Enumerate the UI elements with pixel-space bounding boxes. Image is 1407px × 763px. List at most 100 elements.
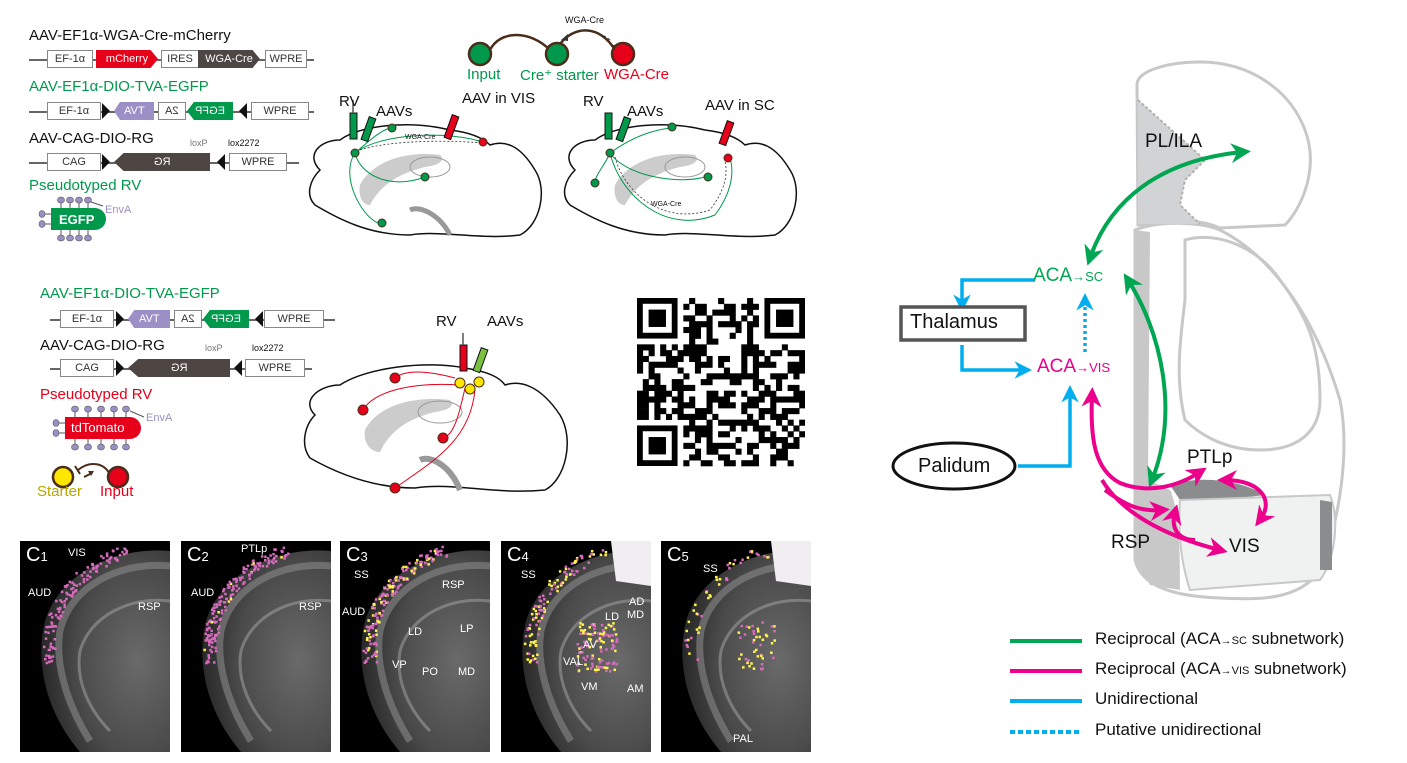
region-label: AM (627, 683, 644, 695)
loxp-site-icon (102, 103, 110, 119)
vis-brain-rv-label: RV (339, 93, 360, 110)
element-ef1a: EF-1α (60, 310, 114, 328)
section-image (522, 541, 651, 752)
region-label: LP (460, 623, 474, 635)
element-mcherry: mCherry (96, 50, 158, 68)
labeled-cells (203, 546, 290, 665)
region-label: RSP (299, 601, 322, 613)
loxp-label-b: loxP (205, 343, 223, 353)
starter-scheme-diagram (467, 29, 636, 67)
b-brain-rv-label: RV (436, 313, 457, 330)
scheme-node-input: Input (467, 66, 501, 83)
element-wpre: WPRE (265, 50, 307, 68)
legend-swatch (1010, 639, 1082, 643)
node-vis: VIS (1229, 536, 1260, 557)
legend-label: Reciprocal (ACA→SC subnetwork) (1095, 629, 1345, 648)
node-aca-sc: ACA→SC (1033, 265, 1104, 286)
section-image (361, 545, 490, 752)
construct-title-wga-cre: AAV-EF1α-WGA-Cre-mCherry (29, 27, 231, 44)
region-label: AUD (342, 606, 366, 618)
construct-rg-map-b: CAG RG WPRE (50, 359, 312, 377)
region-label: RSP (442, 579, 465, 591)
arrow-thalamus-aca-vis (960, 345, 1032, 379)
lox2272-site-icon (239, 103, 247, 119)
region-label: SS (703, 563, 718, 575)
palidum-ellipse (891, 441, 1017, 491)
node-pl-ila: PL/ILA (1145, 131, 1203, 152)
element-ef1a: EF-1α (47, 102, 101, 120)
sc-brain-rv-label: RV (583, 93, 604, 110)
lox2272-site-icon (255, 311, 263, 327)
element-tva: TVA (128, 310, 170, 328)
labeled-cells (684, 550, 776, 671)
region-label: VP (392, 659, 407, 671)
element-wpre: WPRE (245, 359, 305, 377)
region-label: AUD (28, 587, 52, 599)
loxp-site-icon (102, 154, 110, 170)
region-label: SS (354, 569, 369, 581)
element-rg: RG (128, 359, 230, 377)
region-label: VIS (68, 547, 86, 559)
envelope-label-b: EnvA (146, 412, 173, 424)
section-title: C5 (667, 544, 689, 566)
b-brain-aavs-label: AAVs (487, 313, 524, 330)
section-image (202, 546, 331, 752)
arrow-aca-vis-vis (1100, 478, 1228, 557)
node-thalamus: Thalamus (910, 311, 998, 333)
element-rg: RG (114, 153, 210, 171)
vis-brain-aavs-label: AAVs (376, 103, 413, 120)
scheme-node-wga-cre: WGA-Cre (604, 66, 669, 83)
arrow-aca-vis-rsp (1103, 488, 1170, 522)
construct-rg-map: CAG RG WPRE (29, 153, 299, 171)
arrow-rsp-vis (1162, 504, 1196, 542)
element-ires: IRES (161, 50, 199, 68)
element-wpre: WPRE (251, 102, 309, 120)
arrow-ptlp-vis (1217, 470, 1276, 527)
lox2272-label-b: lox2272 (252, 343, 284, 353)
element-egfp: EGFP (203, 310, 249, 328)
construct-title-tva-egfp-b: AAV-EF1α-DIO-TVA-EGFP (40, 285, 220, 302)
rabies-virus-egfp-icon (38, 196, 106, 242)
arrow-aca-vis-ptlp (1081, 387, 1207, 491)
region-label: AUD (191, 587, 215, 599)
element-egfp: EGFP (187, 102, 233, 120)
element-ef1a: EF-1α (47, 50, 93, 68)
labeled-cells (523, 549, 619, 673)
construct-title-rg-b: AAV-CAG-DIO-RG (40, 337, 165, 354)
lox2272-site-icon (234, 360, 242, 376)
scheme-wga-cre-arrow-label: WGA-Cre (565, 15, 604, 25)
region-label: PAL (733, 733, 753, 745)
scheme-node-cre-starter: Cre⁺ starter (520, 67, 599, 84)
lox2272-label: lox2272 (228, 138, 260, 148)
region-label: AD (629, 596, 645, 608)
arrow-palidum-aca-vis (1018, 385, 1079, 468)
node-aca-vis: ACA→VIS (1037, 356, 1111, 377)
starter-input-scheme (51, 463, 130, 489)
vis-brain-aav-in-vis-label: AAV in VIS (462, 90, 536, 107)
section-title: C4 (507, 544, 529, 566)
construct-title-tva-egfp: AAV-EF1α-DIO-TVA-EGFP (29, 78, 209, 95)
node-palidum: Palidum (918, 455, 991, 477)
element-wpre: WPRE (229, 153, 287, 171)
labeled-cells (362, 545, 449, 664)
sagittal-brain-sc-injection (563, 112, 798, 238)
construct-tva-egfp-map: EF-1α TVA 2A EGFP WPRE (29, 102, 314, 120)
region-label: RSP (138, 601, 161, 613)
region-label: PTLp (241, 543, 268, 555)
legend-label: Reciprocal (ACA→VIS subnetwork) (1095, 659, 1347, 678)
section-title: C2 (187, 544, 209, 566)
legend-label: Putative unidirectional (1095, 720, 1262, 739)
rv-title-b: Pseudotyped RV (40, 386, 153, 403)
section-title: C1 (26, 544, 48, 566)
region-label: MD (627, 609, 645, 621)
legend-swatch (1010, 730, 1082, 734)
legend-swatch (1010, 669, 1082, 673)
region-label: MD (458, 666, 476, 678)
coronal-section-c1: C1 VIS AUD RSP (20, 541, 170, 752)
qr-code[interactable] (637, 298, 805, 468)
node-ptlp: PTLp (1187, 447, 1233, 468)
region-label: AV (583, 639, 597, 651)
